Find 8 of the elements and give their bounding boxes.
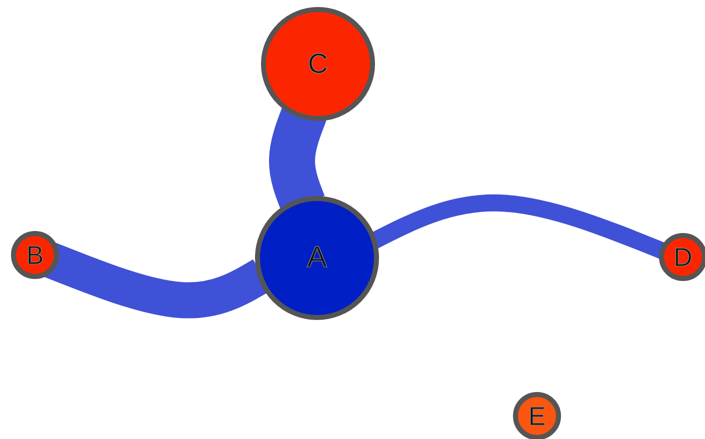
circle-node [11, 231, 59, 279]
node-label: E [528, 403, 546, 429]
circle-node [513, 392, 561, 439]
node-label: D [674, 244, 692, 270]
node-label: A [306, 243, 327, 273]
node-label: C [308, 50, 328, 78]
node-label: B [26, 242, 44, 268]
circle-node [659, 233, 705, 281]
